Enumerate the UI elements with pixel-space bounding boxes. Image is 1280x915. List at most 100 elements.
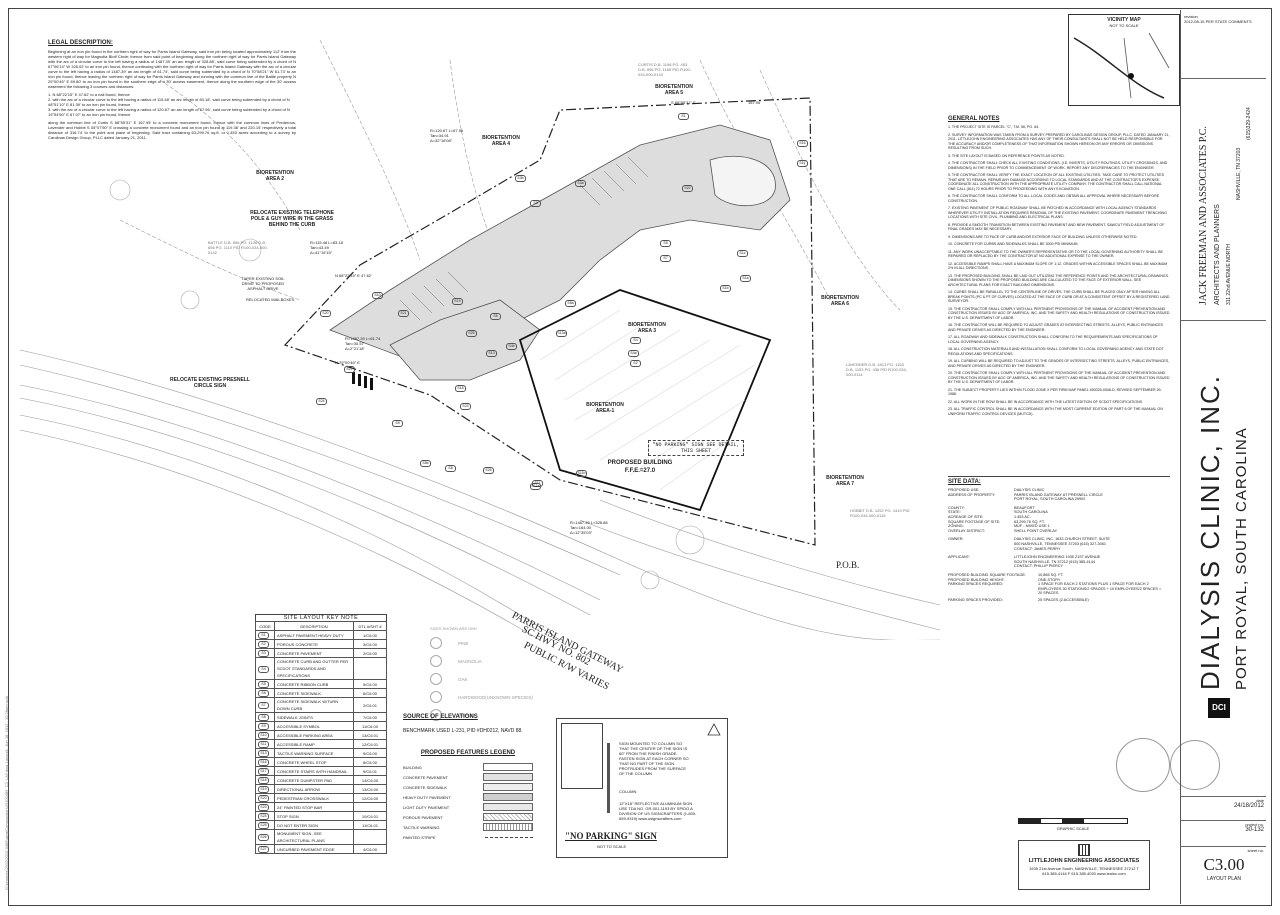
key-note-detail: 10/C6.01: [353, 811, 387, 821]
porous-swatch: [483, 813, 533, 821]
key-bubble: S3a: [575, 180, 586, 187]
general-note: 14. CURBS SHALL BE PARALLEL TO THE CENTE…: [948, 290, 1170, 303]
key-note-code: S11: [255, 739, 275, 749]
key-note-detail: 11/C6.00: [353, 721, 387, 731]
proposed-building-outline: [518, 289, 772, 512]
key-note-code: S6: [255, 688, 275, 698]
sign-drawing: [561, 723, 603, 789]
legend-row: POROUS PAVEMENT: [403, 812, 533, 822]
key-code-symbol: S4: [258, 665, 269, 673]
contour-line: [759, 69, 901, 311]
sheet-number: C3.00: [1203, 855, 1245, 874]
key-bubble: S13a: [556, 330, 567, 337]
key-bubble: S19: [452, 298, 463, 305]
tree-legend-heading: SIZES SHOWN ARE DBH: [430, 626, 477, 631]
key-note-detail: 3/C6.00: [353, 639, 387, 649]
site-data-value: MUF - MIXED USE 1: [1014, 524, 1050, 529]
key-note-description: CONCRETE CURB AND GUTTER PER SCDOT STAND…: [274, 657, 354, 680]
drawing-sheet: [8, 8, 1272, 906]
curve-data-1: R=120.67 L=67.96 Tan=34.91 Δ=32°16'08": [430, 128, 464, 143]
site-data-row: PROPOSED USE:DIALYSIS CLINIC: [948, 488, 1170, 493]
site-data-key: OVERLAY DISTRICT:: [948, 528, 985, 533]
key-note-code: S7: [255, 697, 275, 713]
architect-sub: ARCHITECTS AND PLANNERS: [1214, 204, 1221, 305]
key-note-description: SIDEWALK JOINTS: [274, 712, 354, 722]
divider: [1180, 846, 1266, 847]
site-data-row: PROPOSED BUILDING HEIGHT:ONE-STORY: [948, 578, 1170, 583]
no-parking-callout: "NO PARKING" SIGN SEE DETAIL, THIS SHEET: [648, 440, 744, 456]
legal-course-3: 3. with the arc of a circular curve to t…: [48, 107, 290, 117]
building-hatch: [539, 309, 756, 491]
scale-label: GRAPHIC SCALE: [1056, 826, 1090, 831]
key-note-title: SITE LAYOUT KEY NOTE: [255, 614, 387, 621]
magnolia-icon: [430, 655, 442, 667]
key-note-code: S8: [255, 712, 275, 722]
label-bioretention-3: BIORETENTION AREA 3: [628, 322, 666, 334]
legend-row: LIGHT DUTY PAVEMENT: [403, 802, 533, 812]
key-note-code: S18: [255, 775, 275, 785]
label-bioretention-2: BIORETENTION AREA 2: [256, 170, 294, 182]
site-data: SITE DATA: PROPOSED USE:DIALYSIS CLINIC …: [948, 476, 1170, 602]
key-note-description: CONCRETE SIDEWALK W/TURN DOWN CURB: [274, 697, 354, 713]
site-data-value: 10,865 SQ. FT.: [1038, 572, 1064, 577]
site-data-value: SHELL POINT OVERLAY: [1014, 528, 1058, 533]
date-label: date: [1256, 798, 1264, 803]
date-value: 24/18/2012: [1233, 803, 1264, 809]
features-legend: PROPOSED FEATURES LEGEND BUILDING CONCRE…: [403, 750, 533, 842]
tree-legend-label: MAGNOLIA: [458, 658, 482, 664]
scale-bar: [1018, 818, 1128, 824]
key-note-detail: 6/C6.00: [353, 688, 387, 698]
road-line: [19, 364, 621, 576]
key-code-symbol: S26: [258, 834, 269, 841]
landscape-island: [709, 155, 776, 207]
key-code-symbol: S20: [258, 795, 269, 802]
painted-stripe-swatch: [485, 836, 533, 838]
property-boundary: [283, 97, 816, 546]
key-bubble: S25: [466, 330, 477, 337]
tree-legend-label: PINE: [458, 640, 469, 646]
key-note-detail: 5/C6.00: [353, 679, 387, 689]
key-note-table-block: SITE LAYOUT KEY NOTE CODE DESCRIPTION DT…: [255, 614, 387, 854]
key-note-description: CONCRETE WHEEL STOP: [274, 757, 354, 767]
contour-line: [159, 79, 301, 231]
label-bioretention-7: BIORETENTION AREA 7: [826, 475, 864, 487]
site-data-row: OWNER:DIALYSIS CLINIC, INC. 1633 CHURCH …: [948, 537, 1170, 551]
site-data-row: ACREAGE OF SITE:1.453 AC.: [948, 515, 1170, 520]
site-data-row: PROPOSED BUILDING SQUARE FOOTAGE:10,865 …: [948, 573, 1170, 578]
drive-aisle: [389, 299, 541, 381]
divider: [1180, 820, 1266, 821]
line-data-1: N 68°22'15" E 47.62': [335, 273, 372, 278]
owner-battle: BATTLE D.B. 656 PG. 1106 D.B. 656 PG. 11…: [208, 240, 268, 255]
key-bubble: S10: [372, 292, 383, 299]
key-bubble: S27: [344, 366, 355, 373]
key-note-detail: 4/C6.00: [353, 844, 387, 854]
site-data-value: 63,299.76 SQ. FT.: [1014, 519, 1045, 524]
road-line: [579, 519, 940, 631]
key-note-col-detail: DTL #/SHT #: [353, 621, 387, 631]
key-note-description: POROUS CONCRETE: [274, 639, 354, 649]
site-data-value: PARRIS ISLAND GATEWAY AT PRESNELL CIRCLE…: [1014, 492, 1103, 502]
professional-seal: [1116, 738, 1170, 792]
key-code-symbol: S19: [258, 786, 269, 793]
key-note-detail: [353, 829, 387, 845]
road-line: [19, 414, 561, 640]
site-data-value: 1 SPACE FOR EACH 2 STATIONS PLUS 1 SPACE…: [1038, 582, 1162, 596]
site-data-table: PROPOSED USE:DIALYSIS CLINIC ADDRESS OF …: [948, 488, 1170, 602]
key-code-symbol: S25: [258, 822, 269, 829]
site-data-key: COUNTY:: [948, 505, 965, 510]
key-bubble: S26: [483, 467, 494, 474]
label-proposed-building: PROPOSED BUILDING: [607, 460, 673, 466]
key-note-code: S9: [255, 721, 275, 731]
curve-data-4: R=1487.39 L=328.88 Tan=164.00 Δ=12°35'03…: [570, 520, 608, 535]
site-data-key: ACREAGE OF SITE:: [948, 514, 984, 519]
key-code-symbol: S3: [258, 650, 269, 657]
contour-line: [319, 39, 421, 261]
key-note-description: CONCRETE STAIRS WITH HANDRAIL: [274, 766, 354, 776]
general-note: 9. DIMENSIONS ARE TO FACE OF CURB AND/OR…: [948, 234, 1138, 239]
project-label: project no.: [1245, 822, 1264, 827]
